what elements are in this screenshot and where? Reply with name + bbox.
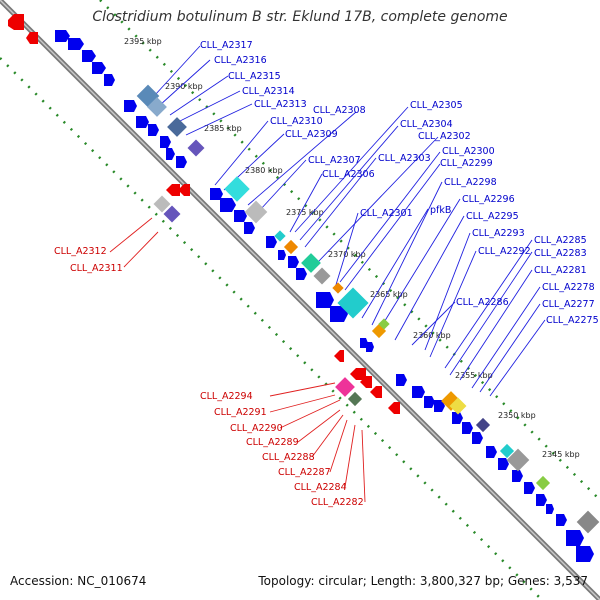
gene-label-cll-a2287: CLL_A2287 (278, 467, 331, 478)
gene-label-cll-a2283: CLL_A2283 (534, 248, 587, 259)
gene-label-cll-a2311: CLL_A2311 (70, 263, 123, 274)
gene-label-pfkb: pfkB (430, 205, 451, 216)
gene-label-cll-a2290: CLL_A2290 (230, 423, 283, 434)
gene-label-cll-a2291: CLL_A2291 (214, 407, 267, 418)
gene-label-cll-a2315: CLL_A2315 (228, 71, 281, 82)
scale-label-2395: 2395 kbp (124, 37, 162, 46)
gene-label-cll-a2300: CLL_A2300 (442, 146, 495, 157)
gene-label-cll-a2314: CLL_A2314 (242, 86, 295, 97)
gene-label-cll-a2282: CLL_A2282 (311, 497, 364, 508)
scale-label-2365: 2365 kbp (370, 290, 408, 299)
map-title: Clostridium botulinum B str. Eklund 17B,… (92, 9, 508, 25)
gene-label-cll-a2313: CLL_A2313 (254, 99, 307, 110)
genome-summary: Topology: circular; Length: 3,800,327 bp… (258, 574, 588, 588)
gene-label-cll-a2307: CLL_A2307 (308, 155, 361, 166)
scale-label-2380: 2380 kbp (245, 166, 283, 175)
gene-label-cll-a2284: CLL_A2284 (294, 482, 347, 493)
gene-label-cll-a2312: CLL_A2312 (54, 246, 107, 257)
accession-label: Accession: NC_010674 (10, 574, 147, 588)
gene-label-cll-a2293: CLL_A2293 (472, 228, 525, 239)
gene-label-cll-a2281: CLL_A2281 (534, 265, 587, 276)
gene-label-cll-a2285: CLL_A2285 (534, 235, 587, 246)
scale-label-2345: 2345 kbp (542, 450, 580, 459)
gene-label-cll-a2295: CLL_A2295 (466, 211, 519, 222)
scale-label-2385: 2385 kbp (204, 124, 242, 133)
gene-label-cll-a2289: CLL_A2289 (246, 437, 299, 448)
gene-label-cll-a2275: CLL_A2275 (546, 315, 599, 326)
scale-label-2355: 2355 kbp (455, 371, 493, 380)
gene-label-cll-a2278: CLL_A2278 (542, 282, 595, 293)
gene-label-cll-a2309: CLL_A2309 (285, 129, 338, 140)
gene-label-cll-a2277: CLL_A2277 (542, 299, 595, 310)
scale-label-2370: 2370 kbp (328, 250, 366, 259)
forward-genes (55, 30, 594, 562)
gene-label-cll-a2305: CLL_A2305 (410, 100, 463, 111)
scale-label-2360: 2360 kbp (413, 331, 451, 340)
forward-leader-lines (154, 45, 546, 397)
gene-label-cll-a2304: CLL_A2304 (400, 119, 453, 130)
gene-label-cll-a2294: CLL_A2294 (200, 391, 253, 402)
reverse-genes (8, 14, 400, 414)
reverse-gene-labels: CLL_A2312 CLL_A2311 CLL_A2294 CLL_A2291 … (54, 246, 364, 508)
gene-label-cll-a2296: CLL_A2296 (462, 194, 515, 205)
gene-label-cll-a2298: CLL_A2298 (444, 177, 497, 188)
gene-label-cll-a2317: CLL_A2317 (200, 40, 253, 51)
gene-label-cll-a2308: CLL_A2308 (313, 105, 366, 116)
gene-label-cll-a2303: CLL_A2303 (378, 153, 431, 164)
gene-label-cll-a2299: CLL_A2299 (440, 158, 493, 169)
colored-features (136, 84, 600, 534)
gene-label-cll-a2310: CLL_A2310 (270, 116, 323, 127)
scale-label-2350: 2350 kbp (498, 411, 536, 420)
gene-label-cll-a2286: CLL_A2286 (456, 297, 509, 308)
forward-gene-labels: CLL_A2317 CLL_A2316 CLL_A2315 CLL_A2314 … (200, 40, 599, 326)
gene-label-cll-a2306: CLL_A2306 (322, 169, 375, 180)
gene-label-cll-a2292: CLL_A2292 (478, 246, 531, 257)
gene-label-cll-a2301: CLL_A2301 (360, 208, 413, 219)
gene-label-cll-a2316: CLL_A2316 (214, 55, 267, 66)
reverse-leader-lines (109, 217, 366, 503)
gene-label-cll-a2302: CLL_A2302 (418, 131, 471, 142)
scale-label-2375: 2375 kbp (286, 208, 324, 217)
scale-label-2390: 2390 kbp (165, 82, 203, 91)
gene-label-cll-a2288: CLL_A2288 (262, 452, 315, 463)
